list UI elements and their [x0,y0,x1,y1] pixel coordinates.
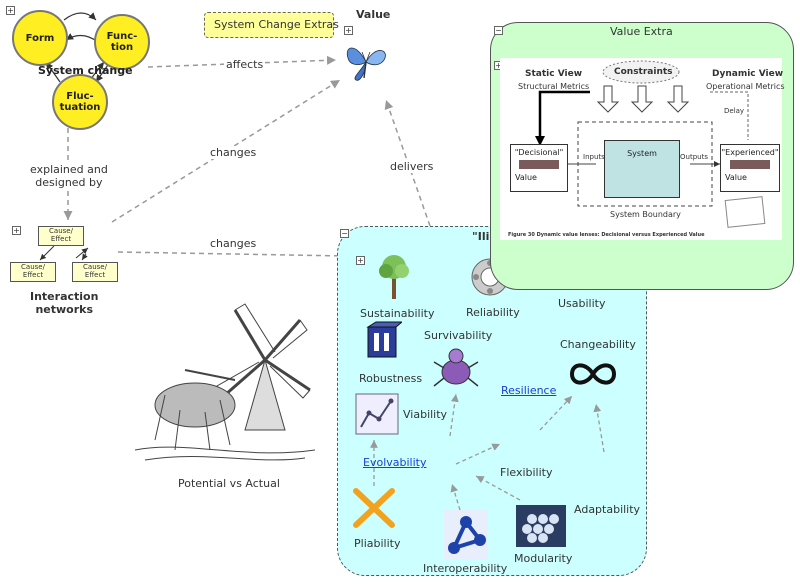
value-extra-title: Value Extra [610,25,673,38]
modularity-label: Modularity [514,552,573,565]
value-title: Value [356,8,391,21]
resilience-link[interactable]: Resilience [501,384,557,397]
changes-lower-label: changes [208,237,259,250]
affects-label: affects [224,58,266,71]
ilities-title: "Ili [472,230,490,243]
survivor-bug-icon [433,348,479,387]
outputs-label: Outputs [680,153,708,161]
fluctuation-to-form-arrow [45,61,61,83]
interaction-networks-title: Interaction networks [30,290,99,316]
survivability-label: Survivability [424,329,493,342]
interoperability-network-icon [444,510,488,560]
cause-effect-box-left[interactable]: Cause/ Effect [10,262,56,282]
reliability-label: Reliability [466,306,520,319]
system-change-title: System change [38,64,133,77]
value-extra-collapse[interactable]: − [494,26,503,35]
yes-wow-icon [724,196,766,228]
windmill-illustration [134,303,316,461]
value-lens-diagram [535,60,749,207]
system-change-expander[interactable]: + [6,6,15,15]
system-change-extras-box[interactable] [204,12,334,38]
function-label: Func- tion [106,31,138,53]
pliability-cross-icon [353,488,395,528]
ilities-expander[interactable]: + [356,256,365,265]
operational-metrics-label: Operational Metrics [706,82,785,91]
potential-vs-actual-label: Potential vs Actual [178,477,280,490]
robust-cube-icon [366,321,402,358]
viability-label: Viability [403,408,448,421]
decisional-value-box: "Decisional" Value [510,144,568,192]
form-to-function-arrow [63,12,97,21]
evolvability-link[interactable]: Evolvability [363,456,427,469]
sustainability-label: Sustainability [360,307,435,320]
inputs-label: Inputs [583,153,605,161]
function-node[interactable]: Func- tion [94,14,150,70]
changes-upper-label: changes [208,146,259,159]
structural-metrics-label: Structural Metrics [518,82,590,91]
changeability-label: Changeability [560,338,636,351]
experienced-value-box: "Experienced" Value [720,144,780,192]
explained-label: explained and designed by [30,163,108,189]
modularity-hex-icon [516,505,566,547]
delivers-label: delivers [388,160,436,173]
dynamic-view-label: Dynamic View [712,69,784,79]
usability-label: Usability [558,297,606,310]
eyes-icon-right [730,160,770,169]
infinity-icon [569,363,617,385]
constraints-label: Constraints [614,67,673,77]
interaction-expander[interactable]: + [12,226,21,235]
eyes-icon-left [519,160,559,169]
changes-lower-edge [117,251,347,261]
value-expander[interactable]: + [344,26,353,35]
figure-caption: Figure 30 Dynamic value lenses: Decision… [508,232,705,238]
delay-label: Delay [724,107,745,115]
system-box: System [604,140,680,198]
system-boundary-label: System Boundary [610,210,681,219]
interoperability-label: Interoperability [423,562,508,575]
tree-icon [379,255,409,299]
cause-effect-box-right[interactable]: Cause/ Effect [72,262,118,282]
robustness-label: Robustness [359,372,423,385]
form-label: Form [25,32,55,44]
static-view-label: Static View [525,69,583,79]
cause-effect-box-top[interactable]: Cause/ Effect [38,226,84,246]
ilities-collapse[interactable]: − [340,229,349,238]
adaptability-label: Adaptability [574,503,641,516]
fluctuation-node[interactable]: Fluc- tuation [52,74,108,130]
viability-chart-icon [355,393,399,435]
system-change-extras-label: System Change Extras [214,18,339,31]
pliability-label: Pliability [354,537,401,550]
fluctuation-label: Fluc- tuation [59,91,101,113]
butterfly-icon [346,47,386,81]
form-node[interactable]: Form [12,10,68,66]
flexibility-label: Flexibility [500,466,553,479]
